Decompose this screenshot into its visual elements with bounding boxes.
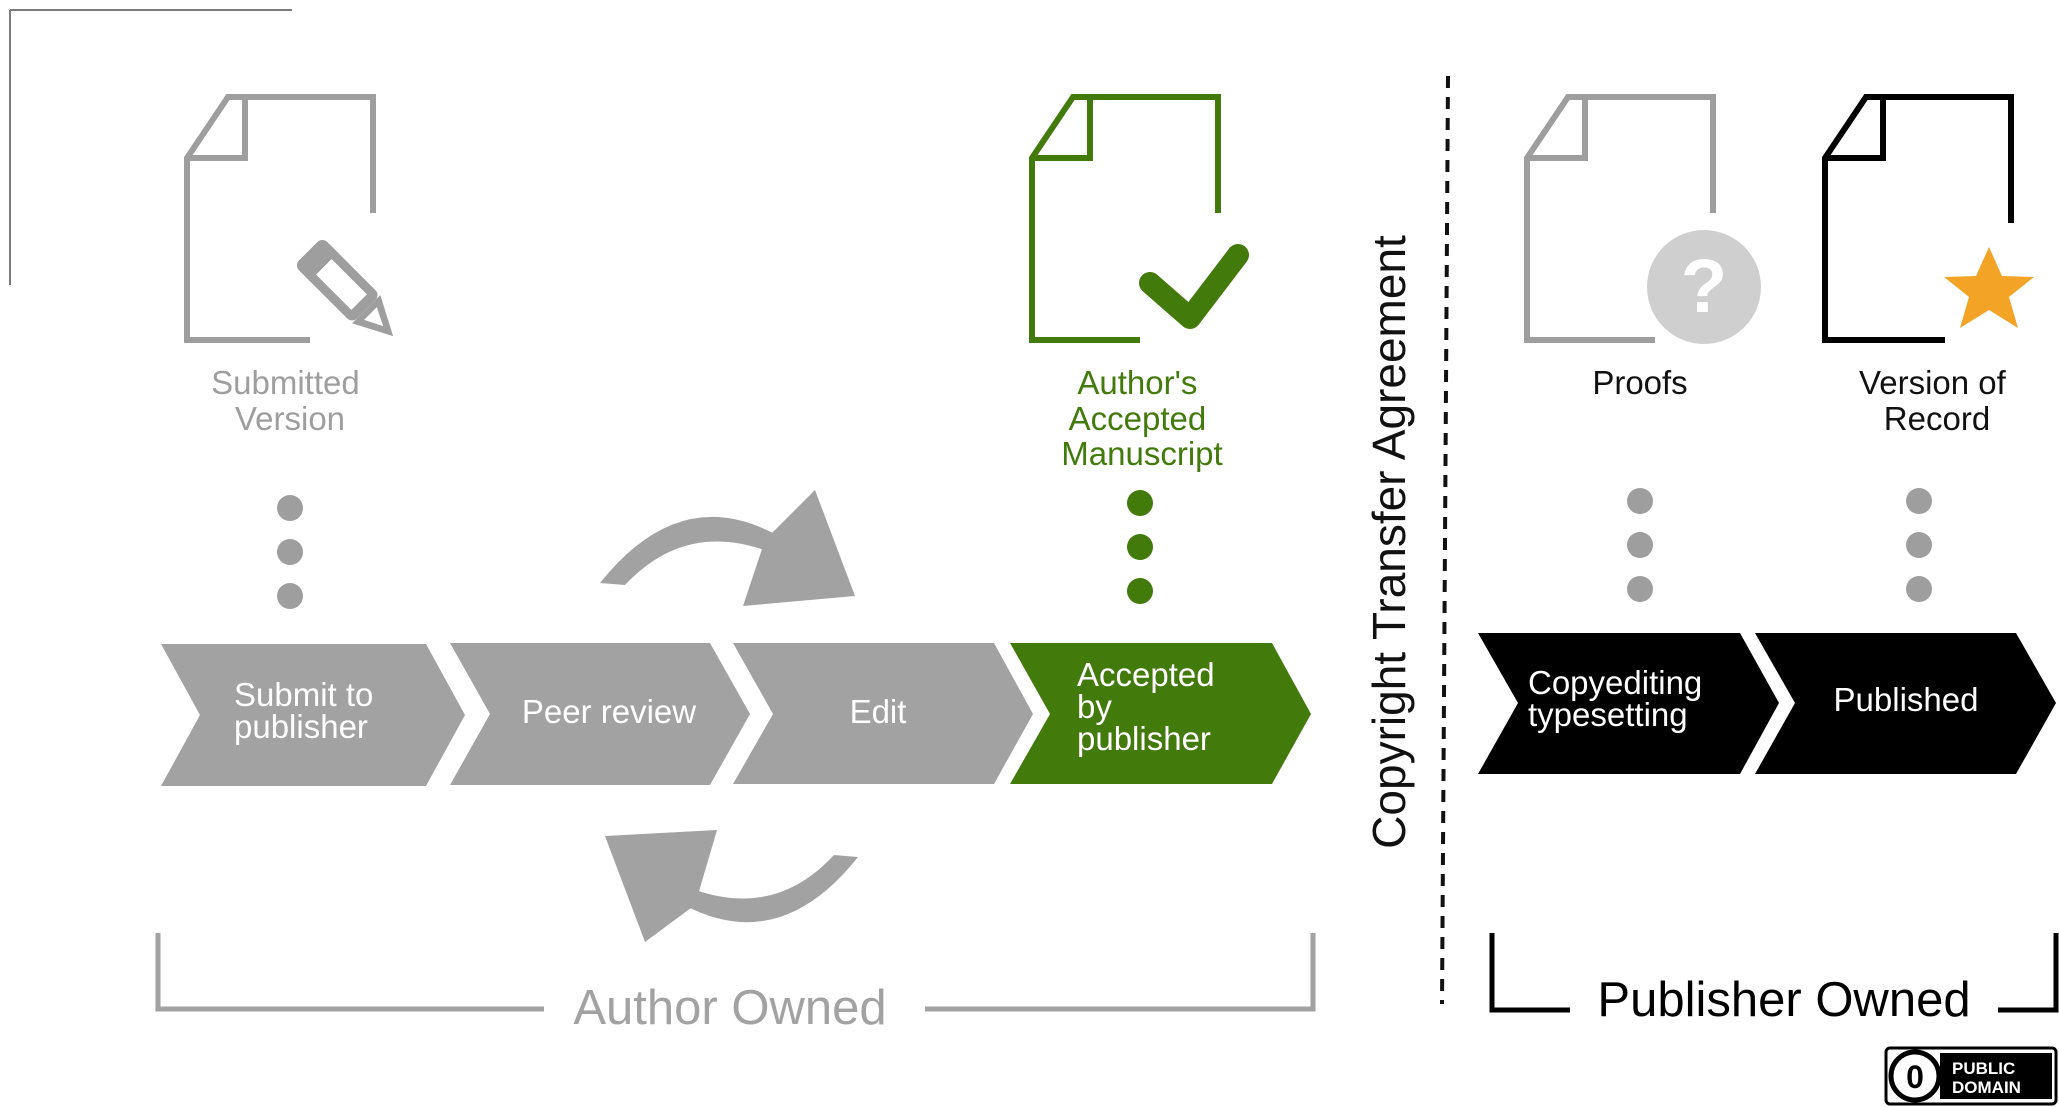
submitted-version-label: Submitted Version <box>211 364 369 437</box>
aam-document-icon <box>1029 94 1221 343</box>
author-owned-bracket <box>155 933 1316 1012</box>
step-accepted-by-publisher <box>1010 643 1311 784</box>
checkmark-icon <box>1139 244 1249 329</box>
step-copyediting-typesetting <box>1478 633 1779 774</box>
ellipsis-dots-submitted <box>277 495 303 609</box>
cycle-arrow-forward-icon <box>600 490 855 606</box>
step-peer-review-label: Peer review <box>522 693 696 730</box>
corner-frame <box>9 9 292 285</box>
publisher-owned-label: Publisher Owned <box>1597 973 1970 1027</box>
proofs-label: Proofs <box>1592 364 1687 401</box>
ellipsis-dots-vor <box>1906 488 1932 602</box>
public-domain-zero-icon: 0 <box>1906 1059 1924 1095</box>
public-domain-badge: 0 PUBLIC DOMAIN <box>1884 1046 2058 1106</box>
copyright-divider-line <box>1440 75 1450 1005</box>
ellipsis-dots-aam <box>1127 490 1153 604</box>
vor-document-icon <box>1822 94 2014 343</box>
step-peer-review <box>450 643 750 785</box>
vor-label: Version of Record <box>1859 364 2015 437</box>
step-submit-label: Submit to publisher <box>234 676 383 745</box>
step-accepted-label: Accepted by publisher <box>1077 656 1224 757</box>
question-mark-icon: ? <box>1647 230 1761 344</box>
step-copyediting-label: Copyediting typesetting <box>1528 664 1711 733</box>
proofs-document-icon <box>1524 94 1716 343</box>
svg-text:?: ? <box>1681 244 1727 329</box>
copyright-transfer-label: Copyright Transfer Agreement <box>1363 235 1415 849</box>
step-edit <box>733 643 1033 784</box>
pencil-icon <box>296 239 394 337</box>
public-domain-text: PUBLIC DOMAIN <box>1952 1059 2021 1097</box>
aam-label: Author's Accepted Manuscript <box>1061 364 1222 472</box>
step-submit-to-publisher <box>161 644 465 786</box>
submitted-version-document-icon <box>184 94 376 343</box>
star-icon <box>1944 247 2034 328</box>
author-owned-label: Author Owned <box>573 981 886 1035</box>
ellipsis-dots-proofs <box>1627 488 1653 602</box>
step-published <box>1755 633 2056 774</box>
cycle-arrow-back-icon <box>605 830 858 942</box>
step-edit-label: Edit <box>850 693 907 730</box>
step-published-label: Published <box>1834 681 1979 718</box>
publisher-owned-bracket <box>1489 933 2059 1013</box>
